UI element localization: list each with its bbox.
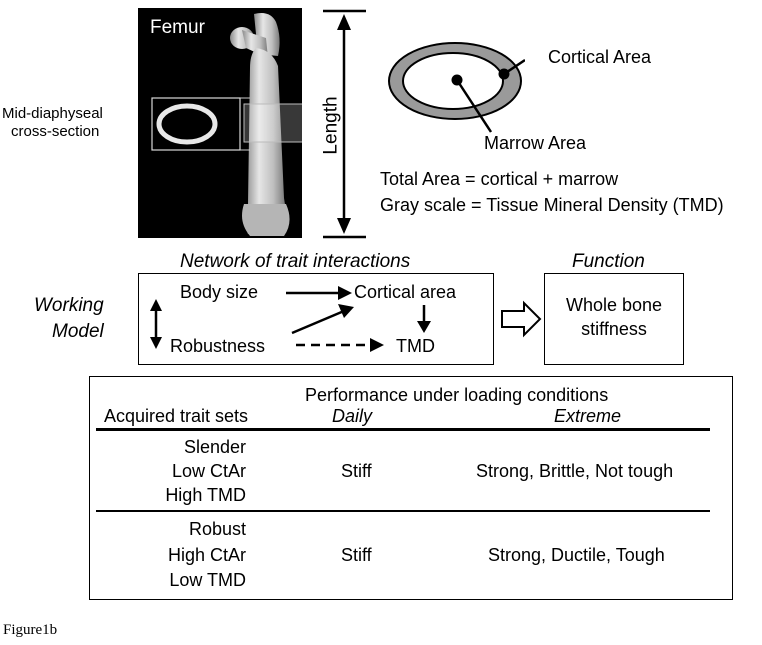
function-box: [544, 273, 684, 365]
arrow-robustness-cortical: [291, 309, 345, 335]
network-title: Network of trait interactions: [180, 251, 411, 272]
working-model-label-line1: Working: [34, 295, 104, 316]
total-area-text: Total Area = cortical + marrow: [380, 169, 619, 189]
femur-title: Femur: [150, 17, 205, 38]
row2-extreme: Strong, Ductile, Tough: [488, 545, 665, 565]
cortical-area-label: Cortical Area: [548, 47, 652, 67]
network-arrows: [150, 286, 542, 352]
cross-section-inset: [151, 97, 250, 151]
function-line2: stiffness: [581, 319, 647, 339]
table-header-performance: Performance under loading conditions: [305, 385, 609, 405]
table-header-extreme: Extreme: [554, 406, 622, 426]
table-header-rule: [96, 428, 710, 431]
row2-trait-3: Low TMD: [169, 570, 246, 590]
table-row-divider: [96, 510, 710, 512]
traits-table: [89, 376, 733, 600]
cross-section-schematic: [388, 42, 525, 133]
table-header-daily: Daily: [332, 406, 373, 426]
row1-trait-2: Low CtAr: [171, 461, 246, 481]
row1-extreme: Strong, Brittle, Not tough: [476, 461, 674, 481]
gray-scale-text: Gray scale = Tissue Mineral Density (TMD…: [380, 195, 724, 215]
row2-trait-2: High CtAr: [167, 545, 246, 565]
network-box: [138, 273, 494, 365]
function-line1: Whole bone: [565, 295, 663, 315]
marrow-area-label: Marrow Area: [484, 133, 587, 153]
cross-section-label-line1: Mid-diaphyseal: [2, 105, 103, 122]
row2-daily: Stiff: [341, 545, 372, 565]
length-label: Length: [321, 90, 342, 161]
node-robustness: Robustness: [170, 336, 266, 356]
row1-trait-1: Slender: [183, 437, 246, 457]
row1-daily: Stiff: [341, 461, 372, 481]
femur-image: Femur: [138, 8, 305, 238]
figure-caption: Figure1b: [3, 622, 58, 638]
node-body-size: Body size: [180, 282, 259, 302]
cross-section-label-line2: cross-section: [11, 123, 100, 140]
table-header-traits: Acquired trait sets: [104, 406, 249, 426]
length-arrow: [323, 9, 366, 239]
working-model-label-line2: Model: [52, 321, 104, 342]
row2-trait-1: Robust: [188, 519, 246, 539]
femur-bone-graphic: [230, 13, 305, 236]
arrow-network-function: [501, 300, 542, 338]
node-cortical-area: Cortical area: [354, 282, 457, 302]
node-tmd: TMD: [396, 336, 435, 356]
function-title: Function: [572, 251, 645, 272]
row1-trait-3: High TMD: [165, 485, 246, 505]
